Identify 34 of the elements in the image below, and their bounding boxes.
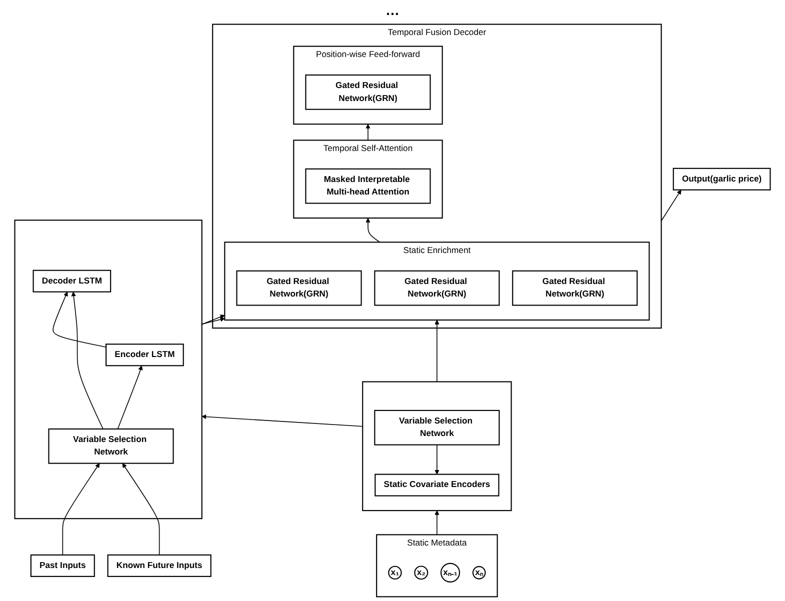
arrow (366, 124, 370, 141)
arrow (434, 510, 440, 536)
ellipsis-text: … (386, 2, 400, 18)
node-box: Gated Residual Network(GRN) (305, 74, 431, 110)
arrow (366, 218, 380, 243)
arrow (117, 365, 143, 430)
cluster (362, 381, 512, 512)
arrow (52, 292, 106, 348)
node-box: Variable Selection Network (48, 428, 174, 464)
node-box: Output(garlic price) (672, 168, 771, 190)
node-box: Encoder LSTM (106, 344, 184, 366)
arrow (202, 414, 364, 427)
node-box: Gated Residual Network(GRN) (512, 270, 638, 306)
arrow (201, 314, 225, 325)
arrow (71, 292, 104, 430)
node-box: Decoder LSTM (32, 270, 112, 292)
arrow (122, 463, 160, 556)
arrow (434, 444, 440, 475)
arrow (660, 190, 682, 222)
arrow (201, 317, 225, 324)
node-box: Past Inputs (30, 554, 95, 577)
node-box: Masked Interpretable Multi-head Attention (305, 168, 431, 204)
cluster (14, 220, 202, 520)
arrow (434, 320, 440, 382)
node-box: Variable Selection Network (374, 410, 500, 446)
node-circle: x₂ (414, 566, 428, 580)
node-box: Static Covariate Encoders (374, 474, 500, 496)
node-circle: xₙ (472, 566, 486, 580)
node-box: Gated Residual Network(GRN) (374, 270, 500, 306)
arrow (62, 463, 100, 556)
node-circle: x₁ (388, 566, 402, 580)
node-box: Known Future Inputs (107, 554, 212, 577)
node-circle: xₙ₋₁ (440, 562, 460, 582)
node-box: Gated Residual Network(GRN) (236, 270, 362, 306)
